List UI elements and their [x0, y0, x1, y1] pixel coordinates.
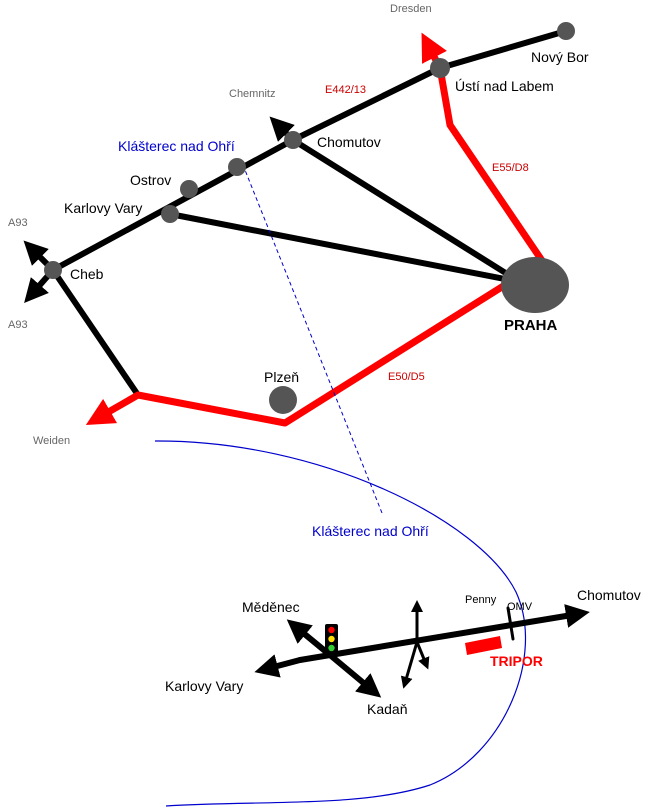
omv-tick [506, 606, 515, 641]
dot-cheb [44, 261, 62, 279]
dot-usti [430, 58, 450, 78]
detail-pointer-line [244, 169, 383, 514]
dot-klasterec [228, 158, 246, 176]
traffic-light-icon [325, 624, 338, 654]
side-road-south [400, 640, 419, 689]
label-karlovy-vary: Karlovy Vary [64, 200, 142, 216]
label-penny: Penny [465, 594, 497, 606]
dot-chomutov [284, 131, 302, 149]
label-e442: E442/13 [325, 84, 366, 96]
label-cheb: Cheb [70, 266, 104, 282]
highway-e50-d5 [85, 281, 509, 427]
detail-roads [254, 604, 590, 698]
road-main-west [254, 654, 303, 678]
label-plzen: Plzeň [264, 369, 299, 385]
label-detail-chomutov: Chomutov [577, 587, 641, 603]
label-tripor: TRIPOR [490, 653, 543, 669]
label-detail-karlovy-vary: Karlovy Vary [165, 678, 243, 694]
road-medenec [286, 619, 333, 658]
label-chemnitz: Chemnitz [229, 88, 275, 100]
road-chomutov-usti [290, 65, 443, 143]
label-omv: OMV [507, 601, 533, 613]
dot-plzen [269, 386, 297, 414]
label-usti: Ústí nad Labem [455, 78, 554, 94]
label-a93-bottom: A93 [8, 319, 28, 331]
label-weiden: Weiden [33, 435, 70, 447]
highway-e55-d8 [421, 32, 549, 269]
detail-side-roads [400, 600, 515, 689]
road-main-east [297, 604, 590, 663]
label-e55: E55/D8 [492, 162, 529, 174]
label-ostrov: Ostrov [130, 172, 171, 188]
road-chomutov-praha [290, 137, 523, 285]
detail-labels: Chomutov Penny OMV Měděnec TRIPOR Karlov… [165, 587, 641, 717]
tripor-building [465, 636, 502, 655]
dot-karlovy-vary [161, 205, 179, 223]
label-e50: E50/D5 [388, 371, 425, 383]
city-dots [44, 22, 575, 414]
label-klasterec: Klášterec nad Ohří [118, 138, 235, 154]
road-cheb-chomutov [50, 137, 296, 273]
label-praha: PRAHA [504, 317, 558, 334]
road-karlovy-vary-praha [167, 211, 523, 285]
dot-ostrov [180, 180, 198, 198]
side-road-east [415, 640, 430, 670]
road-cheb-junction [50, 267, 141, 398]
detail-boundary-curve [154, 440, 527, 807]
label-a93-top: A93 [8, 217, 28, 229]
dot-praha [501, 257, 569, 313]
main-roads [23, 28, 569, 398]
label-dresden: Dresden [390, 3, 432, 15]
dot-novy-bor [557, 22, 575, 40]
highways [85, 32, 549, 427]
label-chomutov: Chomutov [317, 134, 381, 150]
label-novy-bor: Nový Bor [531, 49, 589, 65]
label-medenec: Měděnec [242, 599, 300, 615]
detail-title: Klášterec nad Ohří [312, 523, 429, 539]
road-usti-novy-bor [437, 28, 569, 71]
road-kadan [327, 652, 382, 698]
overview-labels: Dresden Nový Bor Ústí nad Labem E442/13 … [8, 3, 589, 447]
label-kadan: Kadaň [367, 701, 407, 717]
